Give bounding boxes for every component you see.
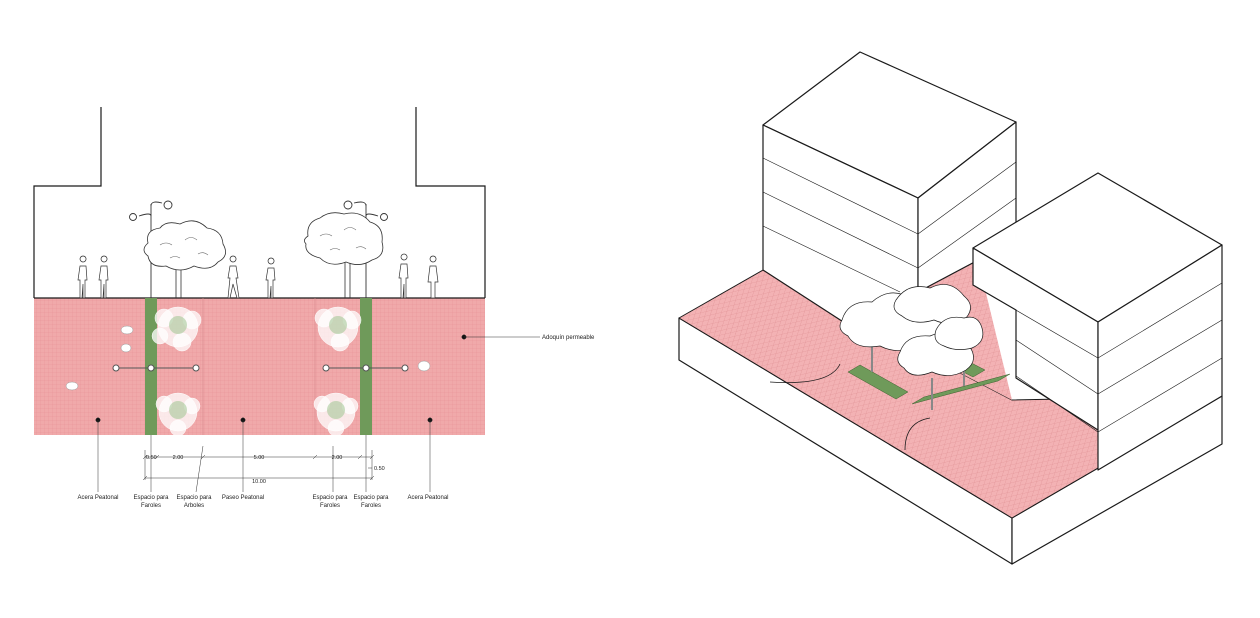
svg-text:Faroles: Faroles [361,503,381,509]
lamp-posts-top-view [112,364,409,372]
label-callouts [95,334,540,493]
street-section-plan: Adoquín permeable Acera Peatonal Espacio… [33,107,595,509]
building-silhouette [33,107,486,298]
dim-0-50-right: 0.50 [374,466,385,472]
svg-text:Arboles: Arboles [184,503,204,509]
dim-2-00-left: 2.00 [173,455,184,461]
dim-0-50-left: 0.50 [146,455,157,461]
label-acera-peatonal-left: Acera Peatonal [77,495,118,501]
svg-text:Faroles: Faroles [141,503,161,509]
label-faroles-2: Espacio para [312,495,348,501]
label-acera-peatonal-right: Acera Peatonal [407,495,448,501]
permeable-paving [34,298,485,435]
label-faroles-3: Espacio para [353,495,389,501]
isometric-view [678,51,1223,565]
label-paseo-peatonal: Paseo Peatonal [222,495,264,501]
label-adoquin-permeable: Adoquín permeable [542,335,595,341]
dim-5-00: 5.00 [254,455,265,461]
isometric-trees [839,284,984,410]
people-elevation [77,253,439,299]
label-arboles: Espacio para [176,495,212,501]
dim-total-10-00: 10.00 [252,479,266,485]
trees-elevation [143,212,384,298]
people-top-view [65,325,431,391]
label-faroles-1: Espacio para [133,495,169,501]
svg-text:Faroles: Faroles [320,503,340,509]
dimension-lines [142,450,375,481]
dim-2-00-right: 2.00 [332,455,343,461]
